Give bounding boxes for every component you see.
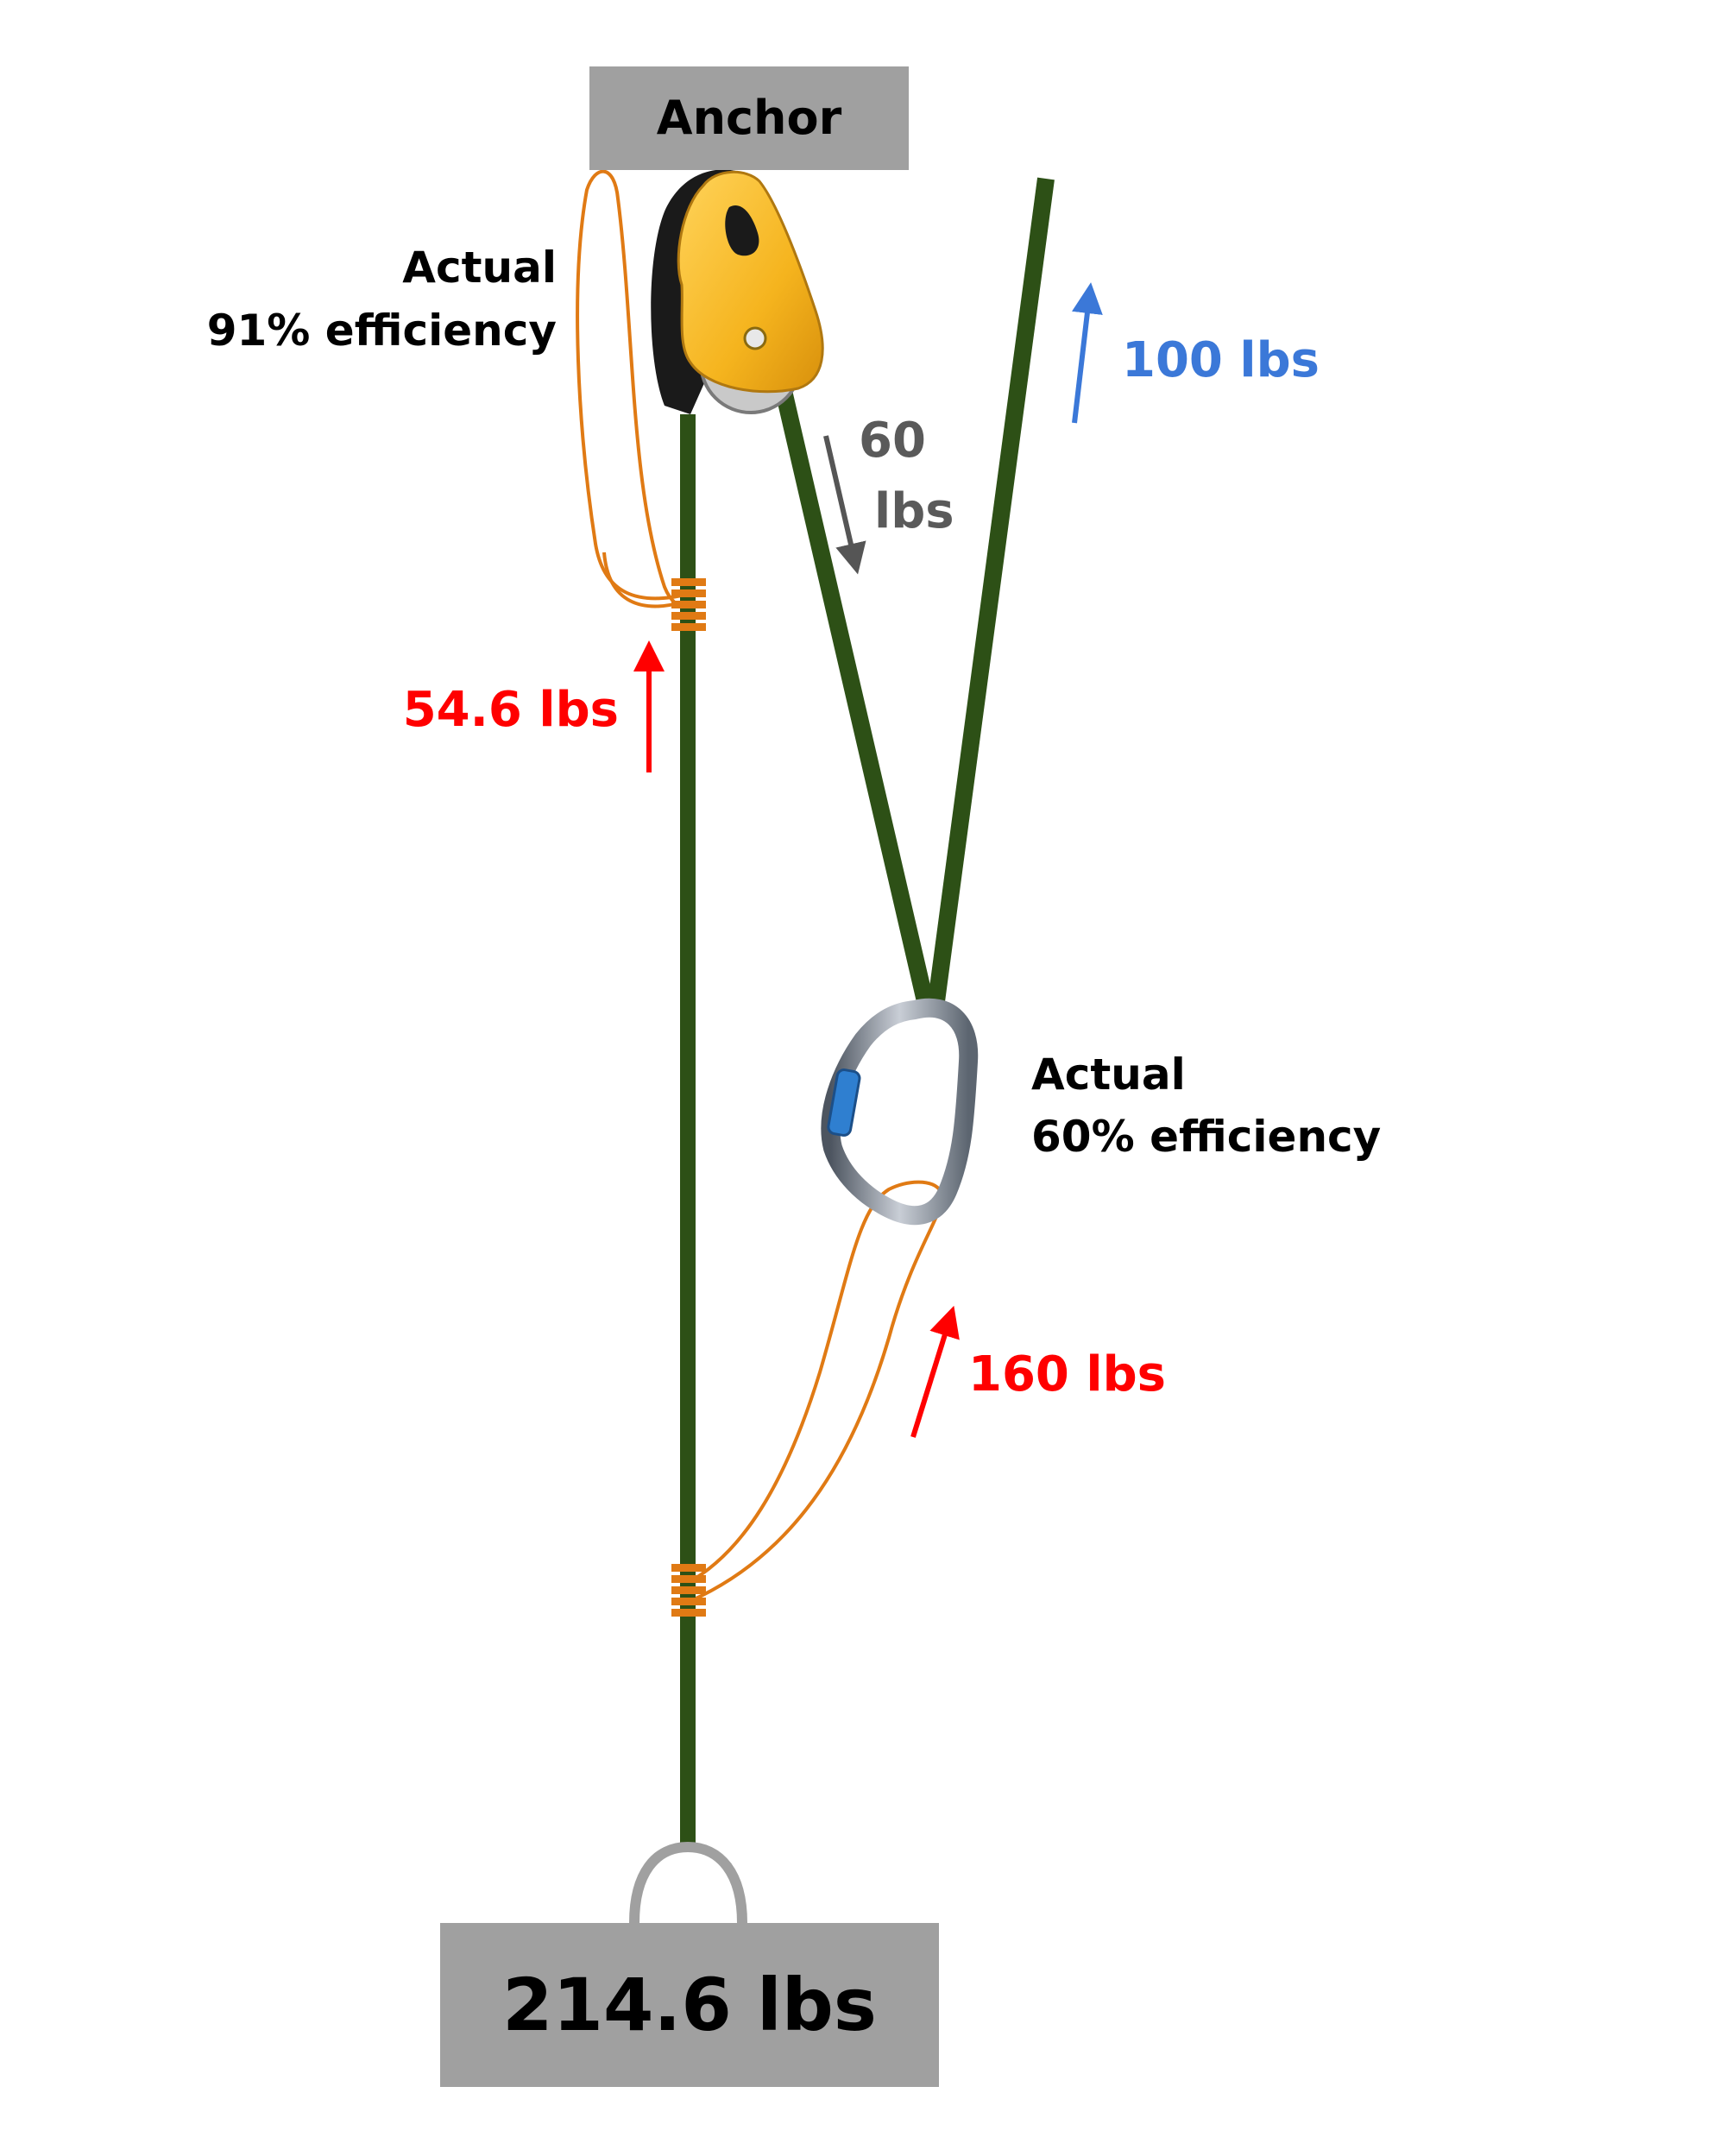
pulley-icon [677,170,824,394]
carabiner-gate-icon [827,1069,861,1137]
haul-rope [928,177,1055,1003]
pulley-efficiency-line2: 91% efficiency [206,306,557,356]
pull-force-arrow [1072,282,1103,424]
pulley-efficiency-line1: Actual [402,243,557,293]
pulley-exit-arrow [823,435,866,575]
prusik-cord-lower [685,1180,944,1603]
load-box: 214.6 lbs [440,1923,939,2087]
prusik-hitch-lower-icon [671,1564,706,1617]
carabiner-out-label: 160 lbs [968,1346,1167,1403]
prusik-hitch-icon [671,578,706,631]
prusik-cord-upper [576,169,691,610]
load-label: 214.6 lbs [502,1963,877,2047]
lower-progress-label: 54.6 lbs [402,682,619,738]
carabiner-efficiency-line2: 60% efficiency [1031,1112,1382,1162]
carabiner-icon [821,998,979,1226]
pulley-axle [743,326,767,350]
rope-pulley-to-carabiner [772,377,934,1004]
load-bail-icon [629,1841,747,1924]
carabiner-out-arrow [910,1305,960,1438]
carabiner-efficiency-line1: Actual [1031,1050,1186,1100]
prusik-cord-upper-inner [602,552,683,608]
pulley-hole [725,205,759,256]
pulley-exit-unit: lbs [874,483,954,539]
pulley-exit-value: 60 [859,413,926,469]
pull-force-label: 100 lbs [1122,332,1320,388]
anchor-label: Anchor [656,91,842,145]
anchor-box: Anchor [589,66,909,170]
